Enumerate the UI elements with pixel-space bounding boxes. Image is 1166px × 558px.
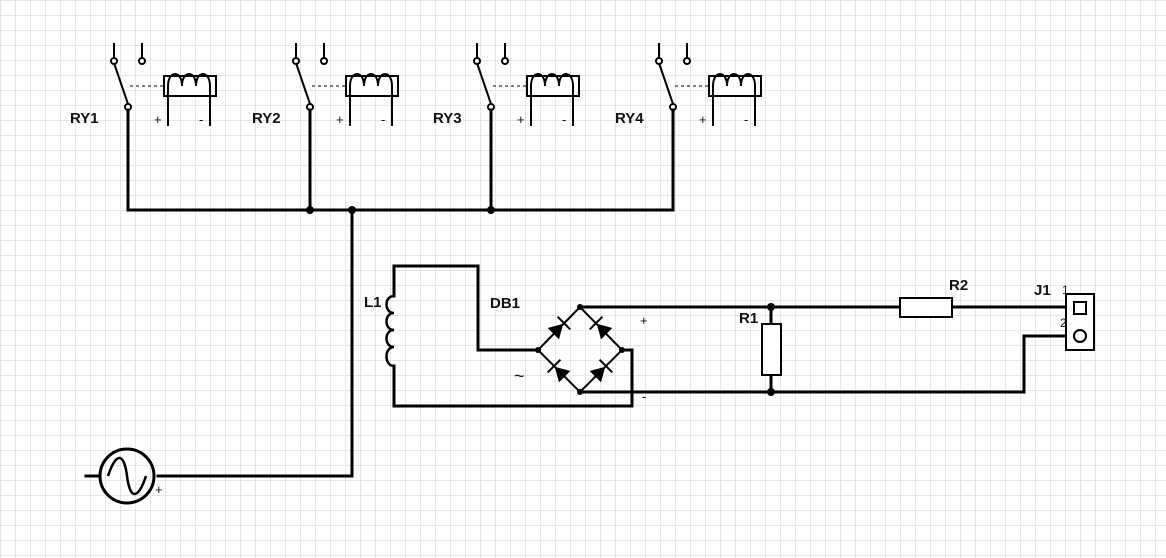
connector-j1: J1 1 2 — [1034, 282, 1095, 351]
relay-plus-label: + — [699, 112, 707, 127]
relay-minus-label: - — [562, 112, 566, 127]
bridge-ac-label: ~ — [514, 366, 525, 386]
bridge-minus-label: - — [642, 389, 646, 404]
inductor-label: L1 — [364, 294, 382, 311]
relay-plus-label: + — [154, 112, 162, 127]
relay-plus-label: + — [517, 112, 525, 127]
relay-minus-label: - — [744, 112, 748, 127]
dc-rails — [578, 303, 1074, 396]
relay-2: RY2 + - — [252, 43, 399, 212]
source-plus-label: + — [155, 482, 163, 497]
relay-minus-label: - — [381, 112, 385, 127]
relay-1: RY1 + - — [70, 43, 217, 212]
relay-4: RY4 + - — [615, 43, 762, 212]
bridge-plus-label: + — [640, 313, 648, 328]
junction-dot — [487, 206, 495, 214]
connector-pin-2: 2 — [1060, 316, 1067, 330]
connector-pin-1: 1 — [1062, 283, 1069, 297]
relay-3: RY3 + - — [433, 43, 580, 212]
relay-plus-label: + — [336, 112, 344, 127]
resistor-r2: R2 — [899, 277, 968, 318]
resistor-r1: R1 — [739, 305, 782, 394]
connector-label: J1 — [1034, 282, 1051, 299]
ac-source: + — [84, 447, 163, 505]
relay-label: RY1 — [70, 110, 99, 127]
resistor-r2-label: R2 — [949, 277, 968, 294]
relay-minus-label: - — [199, 112, 203, 127]
relay-label: RY4 — [615, 110, 644, 127]
relay-bus — [126, 206, 675, 478]
junction-dot — [306, 206, 314, 214]
relay-label: RY2 — [252, 110, 281, 127]
relay-label: RY3 — [433, 110, 462, 127]
bridge-label: DB1 — [490, 295, 520, 312]
inductor-l1: L1 — [364, 264, 634, 408]
resistor-r1-label: R1 — [739, 310, 758, 327]
